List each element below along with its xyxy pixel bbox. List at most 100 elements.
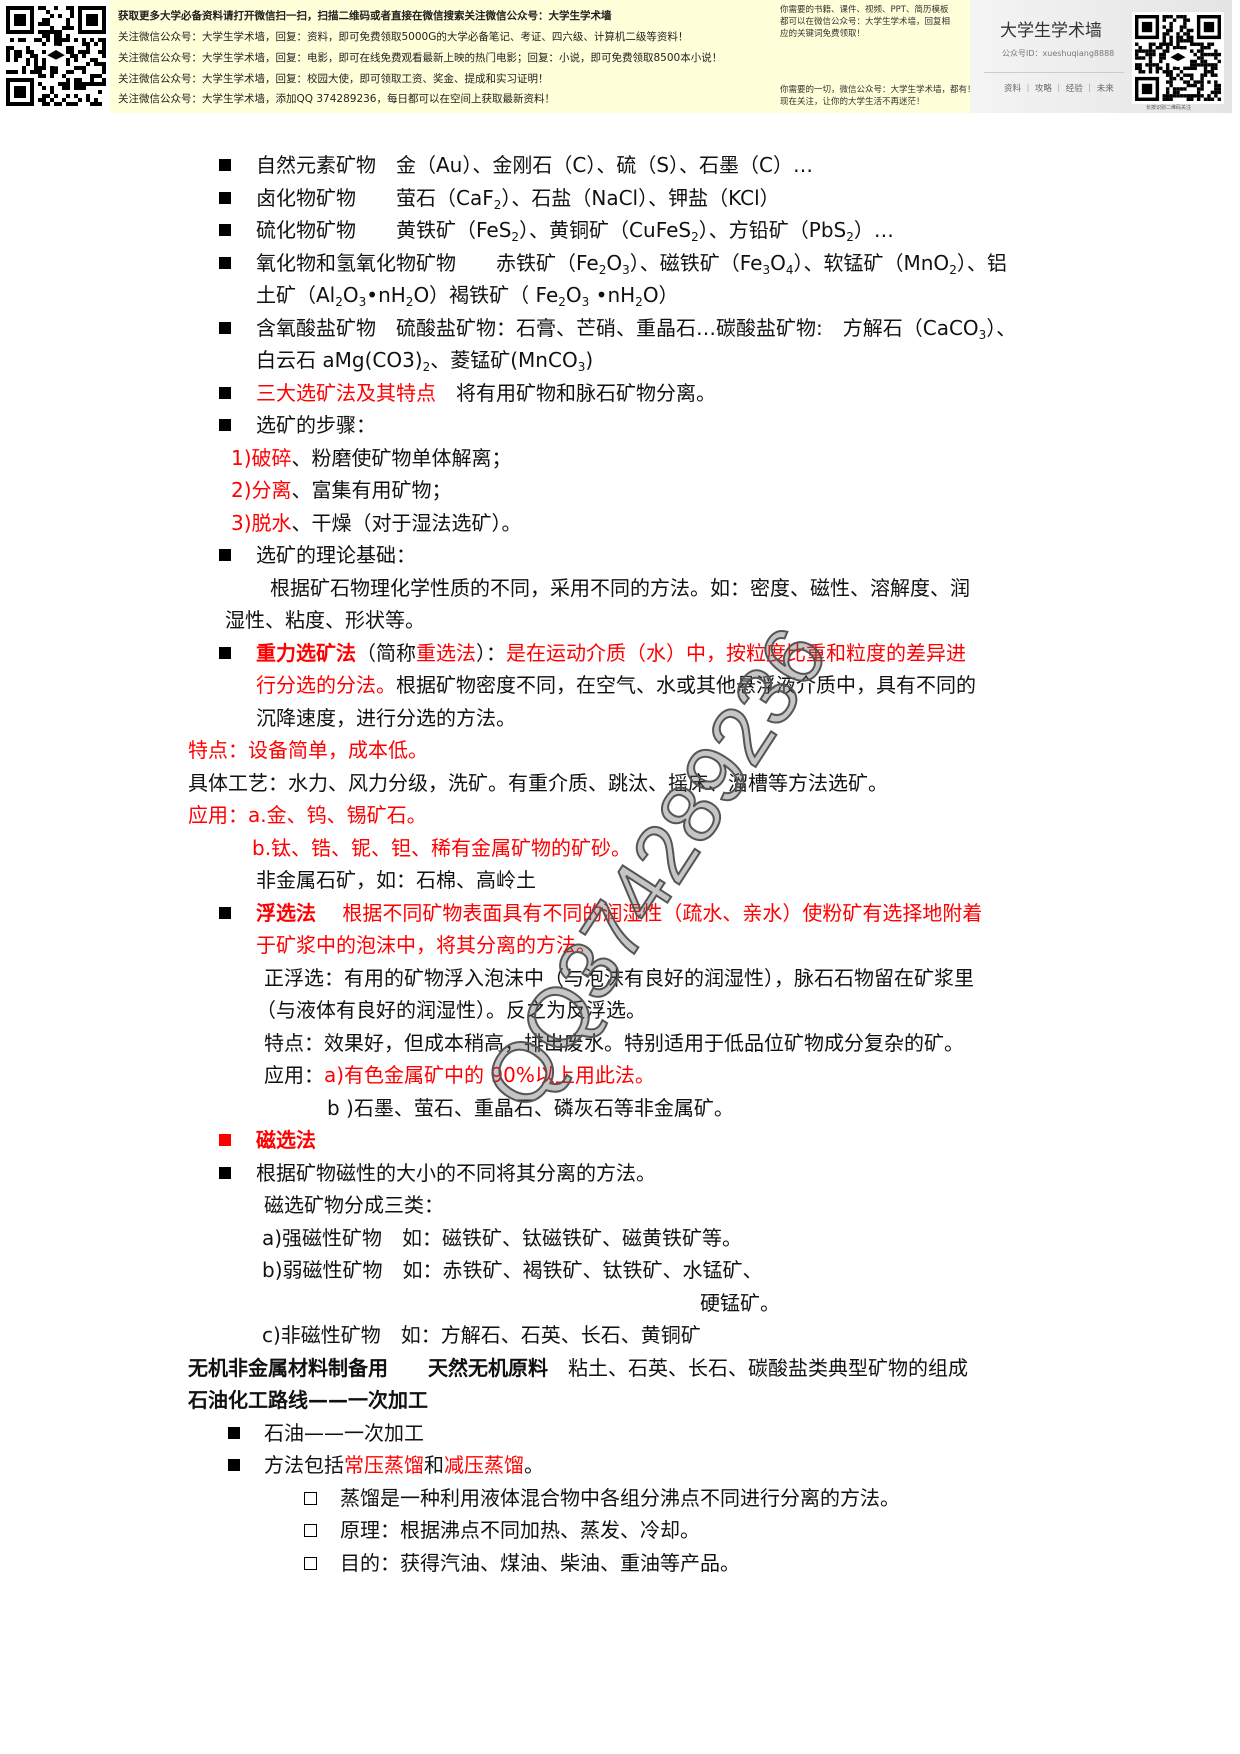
text-segment: 磁选法 <box>256 1128 316 1152</box>
text-segment: O <box>606 250 623 275</box>
text-line: 选矿的步骤： <box>256 409 376 441</box>
qr-code-icon <box>6 6 106 106</box>
subscript: 2 <box>949 262 957 277</box>
text-segment: ）、方铅矿（PbS <box>698 218 847 242</box>
text-segment: 重力选矿法 <box>256 640 356 665</box>
text-segment: 非金属石矿，如：石棉、高岭土 <box>256 868 536 892</box>
text-segment: O <box>342 283 359 307</box>
text-segment <box>388 1356 428 1380</box>
text-line: 沉降速度，进行分选的方法。 <box>256 702 516 734</box>
text-segment: 1)破碎 <box>231 445 292 470</box>
text-line: 氧化物和氢氧化物矿物 赤铁矿（Fe2O3）、磁铁矿（Fe3O4）、软锰矿（MnO… <box>256 247 1007 279</box>
text-line: 浮选法 根据不同矿物表面具有不同的润湿性（疏水、亲水）使粉矿有选择地附着 <box>256 897 982 929</box>
filled-square-bullet-icon <box>219 256 231 269</box>
text-segment: 白云石 aMg(CO3) <box>256 348 423 372</box>
text-segment: b.钛、锆、铌、钽、稀有金属矿物的矿砂。 <box>252 835 632 860</box>
text-line: b.钛、锆、铌、钽、稀有金属矿物的矿砂。 <box>252 832 631 864</box>
text-line: 应用：a)有色金属矿中的 90%以上用此法。 <box>264 1059 655 1091</box>
text-line: 三大选矿法及其特点 将有用矿物和脉石矿物分离。 <box>256 377 716 409</box>
text-segment: 石油化工路线——一次加工 <box>188 1388 428 1412</box>
subscript: 2 <box>846 230 854 244</box>
subscript: 2 <box>335 295 343 309</box>
text-segment: 选矿的步骤： <box>256 413 376 437</box>
filled-square-bullet-icon <box>219 191 231 204</box>
text-line: 非金属石矿，如：石棉、高岭土 <box>256 864 536 896</box>
subscript: 3 <box>622 262 630 277</box>
text-line: 根据矿物磁性的大小的不同将其分离的方法。 <box>256 1157 656 1189</box>
text-segment: ）、软锰矿（MnO <box>793 250 950 275</box>
text-segment: O <box>565 283 582 307</box>
text-segment: 正浮选：有用的矿物浮入泡沫中（与泡沫有良好的润湿性），脉石石物留在矿浆里 <box>264 965 974 990</box>
divider <box>984 72 1124 73</box>
text-segment: 特点：效果好，但成本稍高，排出废水。特别适用于低品位矿物成分复杂的矿。 <box>264 1030 964 1055</box>
subscript: 2 <box>598 262 607 277</box>
text-line: 硬锰矿。 <box>700 1287 780 1319</box>
text-segment: 磁选矿物分成三类： <box>264 1193 444 1217</box>
text-segment: ) <box>585 348 594 372</box>
text-segment: 3)脱水 <box>231 510 292 535</box>
text-line: 石油——一次加工 <box>264 1417 424 1449</box>
filled-square-bullet-icon <box>219 549 231 561</box>
text-segment: 行分选的分法。 <box>256 673 396 697</box>
text-segment: 根据矿物密度不同，在空气、水或其他悬浮液介质中，具有不同的 <box>396 673 976 697</box>
text-segment: 含氧酸盐矿物 硫酸盐矿物：石膏、芒硝、重晶石…碳酸盐矿物: 方解石（CaCO <box>256 315 979 340</box>
text-segment: ）、 <box>986 315 1017 340</box>
text-segment: O） <box>642 283 679 307</box>
text-segment: 根据矿物磁性的大小的不同将其分离的方法。 <box>256 1160 656 1185</box>
promo-line: 关注微信公众号：大学生学术墙，回复：校园大使，即可领取工资、奖金、提成和实习证明… <box>118 73 549 85</box>
text-segment: 卤化物矿物 萤石（CaF <box>256 185 494 210</box>
text-line: 蒸馏是一种利用液体混合物中各组分沸点不同进行分离的方法。 <box>340 1482 900 1514</box>
subscript: 3 <box>581 295 590 309</box>
text-segment: 具体工艺：水力、风力分级，洗矿。有重介质、跳汰、摇床、溜槽等方法选矿。 <box>188 770 888 795</box>
text-segment: 根据不同矿物表面具有不同的润湿性（疏水、亲水）使粉矿有选择地附着 <box>316 900 983 925</box>
text-segment: 蒸馏是一种利用液体混合物中各组分沸点不同进行分离的方法。 <box>340 1485 900 1510</box>
filled-square-bullet-icon <box>228 1459 240 1471</box>
text-line: 湿性、粘度、形状等。 <box>225 604 425 636</box>
text-segment: 、干燥（对于湿法选矿）。 <box>291 510 522 535</box>
filled-square-bullet-icon <box>219 321 231 334</box>
account-name: 大学生学术墙 <box>1000 21 1102 41</box>
hollow-square-bullet-icon <box>304 1491 317 1505</box>
text-line: 方法包括常压蒸馏和减压蒸馏。 <box>264 1449 544 1481</box>
text-segment: ）、黄铜矿（CuFeS <box>519 218 692 242</box>
text-segment: b)弱磁性矿物 如：赤铁矿、褐铁矿、钛铁矿、水锰矿、 <box>262 1258 763 1282</box>
promo-side-line: 你需要的一切，微信公众号：大学生学术墙，都有！ <box>780 85 976 95</box>
text-segment: O）褐铁矿（ Fe <box>413 283 559 307</box>
subscript: 2 <box>405 295 414 309</box>
text-segment: 土矿（Al <box>256 283 336 307</box>
text-segment: ）… <box>853 218 894 242</box>
text-segment: 、菱锰矿(MnCO <box>430 348 578 372</box>
text-line: 石油化工路线——一次加工 <box>188 1384 428 1416</box>
text-segment: a)有色金属矿中的 90%以上用此法。 <box>324 1063 655 1087</box>
filled-square-bullet-icon <box>219 1166 231 1179</box>
text-segment: 、粉磨使矿物单体解离； <box>291 445 512 470</box>
subscript: 2 <box>422 360 431 374</box>
subscript: 2 <box>635 295 643 309</box>
text-segment: ）、磁铁矿（Fe <box>629 250 763 275</box>
text-segment: 浮选法 <box>256 900 316 925</box>
text-segment: 沉降速度，进行分选的方法。 <box>256 705 516 730</box>
promo-line: 关注微信公众号：大学生学术墙，回复：资料，即可免费领取5000G的大学必备笔记、… <box>118 31 689 43</box>
text-segment: ）： <box>476 640 506 665</box>
promo-line: 关注微信公众号：大学生学术墙，添加QQ 374289236，每日都可以在空间上获… <box>118 93 555 105</box>
text-segment: 原理：根据沸点不同加热、蒸发、冷却。 <box>340 1518 700 1542</box>
subscript: 3 <box>577 360 586 374</box>
text-line: 磁选法 <box>256 1124 316 1156</box>
hollow-square-bullet-icon <box>304 1524 317 1537</box>
text-line: 自然元素矿物 金（Au）、金刚石（C）、硫（S）、石墨（C）… <box>256 149 813 181</box>
text-segment: •nH <box>366 283 406 307</box>
filled-square-bullet-icon <box>219 159 231 171</box>
text-line: 2)分离、富集有用矿物； <box>231 474 452 506</box>
text-line: 1)破碎、粉磨使矿物单体解离； <box>231 442 512 474</box>
promo-line: 获取更多大学必备资料请打开微信扫一扫，扫描二维码或者直接在微信搜索关注微信公众号… <box>118 10 612 22</box>
text-segment: 2)分离 <box>231 478 292 502</box>
text-segment: O <box>770 250 786 275</box>
text-segment: （简称 <box>356 640 416 665</box>
text-segment: 硫化物矿物 黄铁矿（FeS <box>256 218 512 242</box>
text-line: c)非磁性矿物 如：方解石、石英、长石、黄铜矿 <box>262 1319 701 1351</box>
text-segment: 三大选矿法及其特点 <box>256 380 436 405</box>
text-line: 正浮选：有用的矿物浮入泡沫中（与泡沫有良好的润湿性），脉石石物留在矿浆里 <box>264 962 974 994</box>
text-line: 硫化物矿物 黄铁矿（FeS2）、黄铜矿（CuFeS2）、方铅矿（PbS2）… <box>256 214 894 246</box>
text-segment: 自然元素矿物 金（Au）、金刚石（C）、硫（S）、石墨（C）… <box>256 153 813 177</box>
text-line: （与液体有良好的润湿性）。反之为反浮选。 <box>256 994 646 1026</box>
